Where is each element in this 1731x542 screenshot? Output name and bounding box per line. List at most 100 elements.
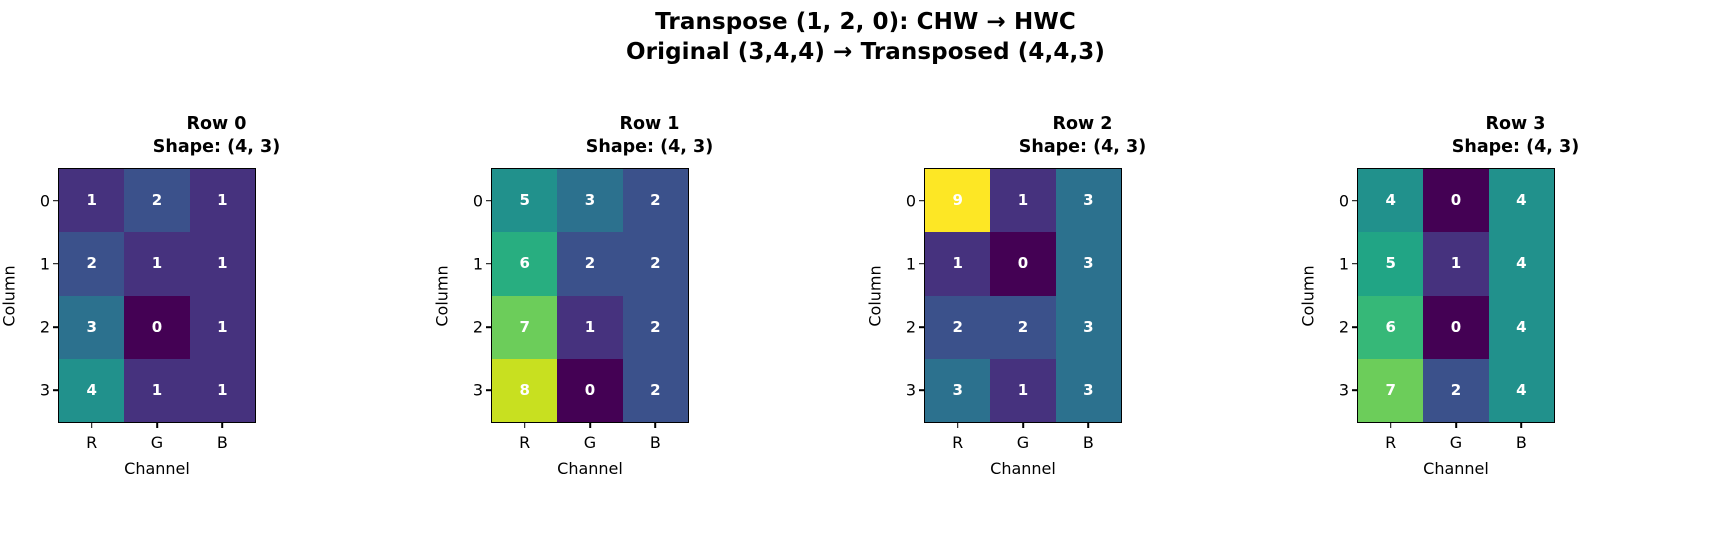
heatmap-cell: 4 (1358, 169, 1424, 233)
y-axis-label: Column (865, 264, 885, 327)
y-tick-mark (53, 326, 59, 328)
heatmap-cell: 0 (1423, 169, 1489, 233)
heatmap-cell: 1 (124, 358, 190, 422)
y-tick-label: 0 (39, 191, 50, 211)
y-tick-label: 0 (1338, 191, 1349, 211)
x-tick-label: B (1082, 433, 1094, 452)
y-tick-mark (919, 263, 925, 265)
x-tick-mark (90, 422, 93, 428)
x-tick-label: G (150, 433, 164, 452)
y-tick-mark (1352, 326, 1358, 328)
heatmap-cell: 0 (990, 232, 1056, 296)
heatmap-cell: 2 (622, 232, 688, 296)
subplot-title: Row 1 Shape: (4, 3) (433, 113, 866, 160)
x-tick-label: G (1449, 433, 1463, 452)
heatmap-cell: 2 (59, 232, 125, 296)
heatmap-cell: 1 (557, 295, 623, 359)
heatmap-cell: 3 (925, 358, 991, 422)
x-tick-mark (1022, 422, 1024, 428)
y-tick-label: 1 (905, 254, 916, 274)
heatmap-cell: 4 (1488, 169, 1554, 233)
heatmap-cell: 1 (189, 169, 255, 233)
x-tick-label: G (1016, 433, 1030, 452)
heatmap-cell: 1 (189, 232, 255, 296)
y-tick-label: 3 (1338, 380, 1349, 400)
subplot-title-shape: Shape: (4, 3) (585, 137, 714, 158)
figure-suptitle: Transpose (1, 2, 0): CHW → HWC Original … (0, 8, 1731, 68)
y-tick-mark (53, 389, 59, 392)
heatmap-cell: 2 (622, 295, 688, 359)
heatmap-cell: 9 (925, 169, 991, 233)
heatmap-cell: 4 (1488, 358, 1554, 422)
suptitle-line-2: Original (3,4,4) → Transposed (4,4,3) (625, 38, 1106, 65)
y-axis-label: Column (432, 264, 452, 327)
heatmap-cell: 3 (1055, 358, 1121, 422)
x-axis-label: Channel (990, 459, 1056, 478)
y-tick-label: 1 (472, 254, 483, 274)
heatmap-cell: 2 (990, 295, 1056, 359)
heatmap-cell: 1 (189, 295, 255, 359)
heatmap-cell: 6 (1358, 295, 1424, 359)
x-tick-mark (221, 422, 224, 428)
x-tick-label: R (952, 433, 964, 452)
heatmap-cell: 3 (1055, 232, 1121, 296)
heatmap-cell: 4 (59, 358, 125, 422)
subplot-title-shape: Shape: (4, 3) (152, 137, 281, 158)
x-axis-label: Channel (557, 459, 623, 478)
heatmap-cell: 2 (622, 169, 688, 233)
y-tick-mark (919, 199, 925, 202)
y-axis-label: Column (0, 264, 19, 327)
heatmap-cell: 1 (1423, 232, 1489, 296)
heatmap-cell: 0 (1423, 295, 1489, 359)
y-tick-label: 2 (1338, 317, 1349, 337)
x-tick-mark (589, 422, 591, 428)
heatmap-cell: 2 (124, 169, 190, 233)
y-tick-label: 0 (905, 191, 916, 211)
subplot-title-row: Row 0 (186, 114, 247, 134)
x-tick-mark (1389, 422, 1392, 428)
heatmap-cell: 3 (557, 169, 623, 233)
subplot-title-row: Row 2 (1052, 114, 1113, 134)
x-tick-label: R (519, 433, 531, 452)
heatmap-cell: 7 (492, 295, 558, 359)
y-tick-label: 2 (39, 317, 50, 337)
x-tick-mark (1087, 422, 1090, 428)
y-tick-mark (1352, 263, 1358, 265)
y-tick-mark (486, 199, 492, 202)
y-tick-label: 0 (472, 191, 483, 211)
heatmap-cell: 3 (1055, 169, 1121, 233)
heatmap-cell: 5 (492, 169, 558, 233)
x-tick-mark (156, 422, 158, 428)
y-axis-label: Column (1298, 264, 1318, 327)
heatmap-cell: 0 (557, 358, 623, 422)
x-tick-mark (1455, 422, 1457, 428)
heatmap-cell: 3 (59, 295, 125, 359)
x-axis-label: Channel (1423, 459, 1489, 478)
heatmap-cell: 4 (1488, 295, 1554, 359)
y-tick-mark (1352, 199, 1358, 202)
y-tick-mark (486, 389, 492, 392)
y-tick-label: 2 (472, 317, 483, 337)
y-tick-mark (919, 389, 925, 392)
subplot-title-row: Row 1 (619, 114, 680, 134)
heatmap-cell: 7 (1358, 358, 1424, 422)
x-tick-label: R (86, 433, 98, 452)
y-tick-label: 2 (905, 317, 916, 337)
heatmap-cell: 1 (59, 169, 125, 233)
y-tick-label: 1 (39, 254, 50, 274)
y-tick-label: 1 (1338, 254, 1349, 274)
heatmap-cell: 1 (189, 358, 255, 422)
x-tick-mark (1520, 422, 1523, 428)
x-axis-label: Channel (124, 459, 190, 478)
